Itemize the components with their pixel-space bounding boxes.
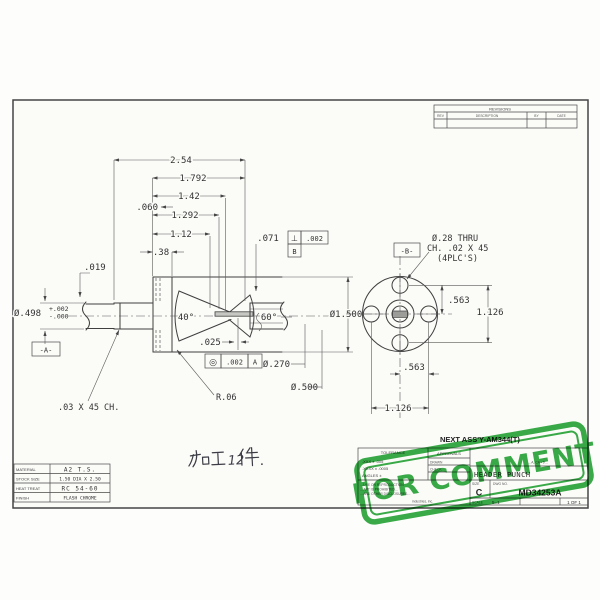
end-view-dimensions: .563 1.126 .563 1.126: [370, 284, 505, 416]
dimension-019: .019: [84, 263, 106, 273]
shank-diameter-callout: Ø.498 +.002 -.000 -A-: [13, 288, 69, 357]
title-company-block: …A, CA • 9… HEADER PUNCH: [474, 461, 548, 480]
tolerance-line-2: .XXXX ± .0005: [362, 466, 389, 471]
handwritten-cjk-strokes: [188, 449, 226, 468]
diameter-498: Ø.498: [14, 308, 41, 319]
datum-b-label: -B-: [401, 248, 414, 256]
diameter-498-plus-tol: +.002: [49, 305, 69, 313]
revisions-col-rev: REV: [437, 114, 445, 118]
finish-value: FLASH CHROME: [63, 496, 96, 502]
diameter-500: Ø.500: [291, 382, 318, 393]
fcf-perp-datum: B: [292, 248, 296, 256]
chamfer-note: .03 X 45 CH.: [58, 403, 119, 413]
handwritten-digits: 12: [227, 453, 244, 469]
dimension-38: .38: [153, 248, 169, 258]
revisions-table: REVISIONS REV DESCRIPTION BY DATE: [433, 104, 578, 129]
dimension-1-12: 1.12: [170, 230, 192, 240]
extension-lines: [40, 160, 353, 389]
break-line-left: [82, 301, 90, 331]
revisions-col-description: DESCRIPTION: [476, 114, 499, 118]
material-value: A2 T.S.: [64, 467, 96, 474]
front-view-notes: .03 X 45 CH. R.06 40° 60° .025 Ø.270 Ø.5…: [58, 276, 364, 413]
dimension-025: .025: [199, 338, 221, 348]
hole-note-line3: (4PLC'S): [437, 254, 478, 264]
heat-treat-label: HEAT TREAT: [16, 486, 41, 491]
material-label: MATERIAL: [16, 467, 36, 472]
handwritten-cjk-strokes-2: [238, 447, 263, 467]
dimension-1126-vertical: 1.126: [476, 308, 503, 318]
radius-note: R.06: [216, 393, 236, 403]
break-line-mid: [256, 312, 262, 332]
angle-60-label: 60°: [261, 313, 277, 323]
approval-drawn-label: DRAWN: [430, 461, 443, 465]
hole-note-line1: Ø.28 THRU: [432, 233, 478, 244]
address-fragment: …A, CA • 9…: [528, 461, 548, 465]
hole-callout: Ø.28 THRU CH. .02 X 45 (4PLC'S): [406, 233, 488, 280]
dimension-1-792: 1.792: [179, 174, 206, 184]
datum-b: -B-: [393, 242, 421, 258]
fcf-perp-tolerance: .002: [306, 235, 323, 243]
dimension-060: .060: [136, 203, 158, 213]
legal-block: …USE OR REPRODUCTION …ART IS PROHIBITED……: [360, 483, 433, 504]
hole-note-line2: CH. .02 X 45: [427, 244, 488, 254]
shank-outline: [82, 301, 154, 331]
size-label: SIZE: [472, 482, 480, 486]
right-step-outline: [249, 301, 288, 332]
dimension-563-horizontal: .563: [403, 363, 425, 373]
datum-a-label: -A-: [40, 347, 53, 355]
dimension-563-vertical: .563: [448, 296, 470, 306]
dwg-no-label: DWG NO.: [493, 482, 508, 486]
legal-line-2: …ART IS PROHIBITED…: [360, 488, 398, 492]
hub-circle: [385, 299, 415, 329]
approval-check-label: CHECK: [430, 468, 442, 472]
diameter-498-minus-tol: -.000: [49, 313, 69, 321]
fcf-concentricity: ◎ .002 A: [204, 353, 263, 369]
finish-label: FINISH: [16, 496, 29, 501]
end-view: -B- Ø.28 THRU CH. .02 X 45 (4PLC'S) .563…: [346, 233, 505, 420]
drawing-title: HEADER PUNCH: [474, 471, 531, 479]
fcf-conc-tolerance: .002: [226, 359, 243, 367]
bore-circle: [391, 305, 409, 323]
heat-treat-value: RC 54-60: [62, 486, 99, 493]
stock-size-label: STOCK SIZE: [16, 477, 40, 482]
diameter-270: Ø.270: [263, 359, 290, 370]
revisions-col-by: BY: [534, 114, 539, 118]
material-table: MATERIAL A2 T.S. STOCK SIZE 1.50 DIA X 2…: [13, 463, 111, 503]
tolerance-line-3: ANGLES ±: [362, 473, 382, 478]
fcf-conc-datum: A: [253, 359, 258, 367]
center-slot: [392, 310, 408, 318]
company-fragment: industries, inc.: [412, 500, 433, 504]
body-outline: [152, 276, 283, 353]
stock-size-value: 1.50 DIA X 2.50: [59, 477, 101, 483]
bolt-holes: [360, 274, 440, 354]
dimension-1126-horizontal: 1.126: [384, 404, 411, 414]
sheet-value: 1 OF 1: [567, 500, 581, 505]
angle-40-label: 40°: [178, 313, 194, 323]
front-view: 2.54 1.792 1.42 1.292 1.12 .38 .060 .019…: [13, 155, 364, 414]
dimension-1-42: 1.42: [178, 192, 200, 202]
break-line-right: [280, 301, 288, 331]
handwritten-note: 12: [188, 447, 263, 469]
slug-channel: [214, 311, 254, 317]
revisions-title: REVISIONS: [489, 107, 511, 112]
dimension-1-292: 1.292: [171, 211, 198, 221]
tolerance-header: TOLERANCE: [381, 450, 406, 455]
legal-line-1: …USE OR REPRODUCTION: [360, 483, 404, 487]
dimension-2-54: 2.54: [170, 156, 192, 166]
perpendicularity-symbol: ⊥: [291, 234, 298, 243]
concentricity-symbol: ◎: [209, 358, 217, 368]
fcf-perpendicularity: ⊥ .002 B: [287, 230, 329, 258]
diameter-1500: Ø1.500: [330, 309, 363, 320]
size-value: C: [476, 488, 483, 498]
legal-line-3: …AND OTHER DISCLOSURES…: [360, 492, 411, 496]
revisions-col-date: DATE: [557, 114, 566, 118]
dimension-stack: 2.54 1.792 1.42 1.292 1.12 .38 .060 .019…: [80, 155, 280, 297]
cavity-outline: [174, 290, 255, 342]
dimension-071: .071: [257, 234, 279, 244]
